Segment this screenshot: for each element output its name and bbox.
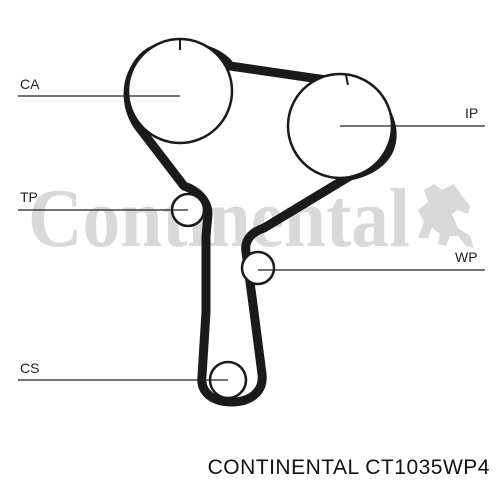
label-cs: CS: [20, 360, 39, 376]
label-wp: WP: [455, 249, 478, 265]
camshaft-pulley: [126, 37, 234, 145]
watermark-text: Continental: [28, 172, 410, 265]
water-pump-pulley: [240, 250, 276, 286]
continental-watermark: Continental: [28, 172, 474, 265]
horse-icon: [418, 184, 474, 248]
intermediate-timing-mark: [345, 74, 349, 86]
part-number: CONTINENTAL CT1035WP4: [207, 456, 490, 479]
label-ip: IP: [465, 105, 478, 121]
label-tp: TP: [20, 189, 38, 205]
label-ca: CA: [20, 76, 40, 92]
